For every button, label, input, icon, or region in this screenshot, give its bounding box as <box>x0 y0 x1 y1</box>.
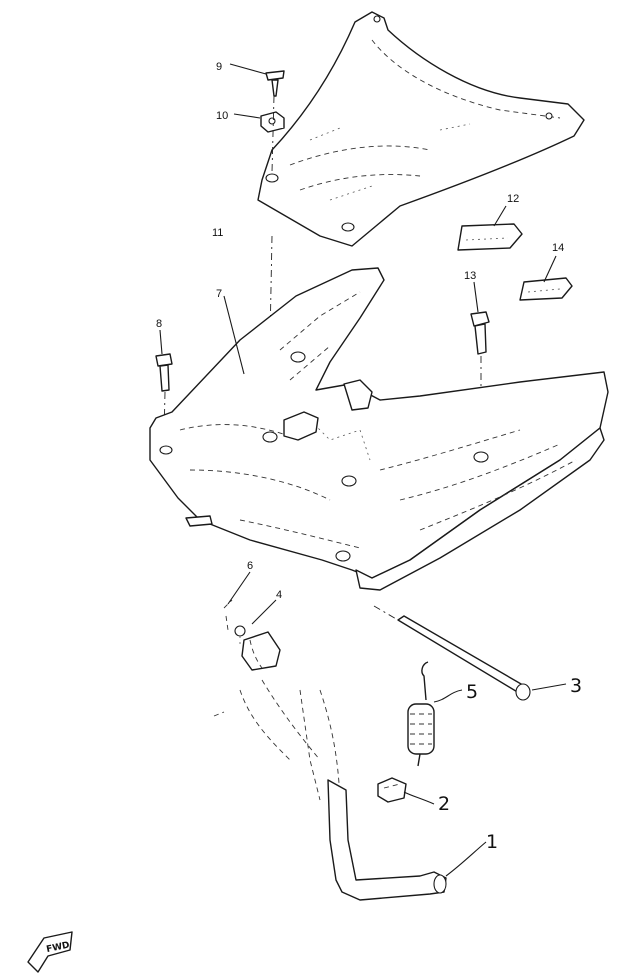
leader-line-12 <box>493 205 507 227</box>
spring-part-5 <box>407 661 435 767</box>
side-stand-part-1 <box>327 779 447 901</box>
callout-5: 5 <box>466 681 478 703</box>
leader-line-4 <box>251 599 277 625</box>
pad-part-12 <box>457 223 523 251</box>
callout-7: 7 <box>216 288 222 300</box>
callout-3: 3 <box>570 675 582 697</box>
nut-part-10 <box>260 111 285 133</box>
leader-line-3 <box>531 683 567 691</box>
clip-part-4 <box>234 625 246 648</box>
screw-part-9 <box>265 70 285 97</box>
assembly-axis-3 <box>373 605 399 621</box>
upper-cover-panel <box>257 11 585 247</box>
callout-4: 4 <box>276 589 282 601</box>
callout-12: 12 <box>507 193 519 205</box>
pad-part-14 <box>519 277 573 301</box>
callout-13: 13 <box>464 270 476 282</box>
callout-6: 6 <box>247 560 253 572</box>
forward-badge-label: FWD <box>46 940 71 955</box>
callout-8: 8 <box>156 318 162 330</box>
side-stand-body <box>213 679 341 801</box>
bolt-part-8 <box>155 353 173 392</box>
callout-2: 2 <box>438 793 450 815</box>
leader-line-7 <box>223 295 245 375</box>
leader-line-10 <box>233 113 261 119</box>
callout-11: 11 <box>212 227 223 239</box>
leader-line-1 <box>445 841 487 877</box>
assembly-axis-9 <box>271 95 275 173</box>
leader-line-2 <box>403 791 435 805</box>
collar-part-2 <box>377 777 407 803</box>
forward-direction-badge: FWD <box>27 931 73 973</box>
callout-9: 9 <box>216 61 222 73</box>
leader-line-14 <box>543 255 557 283</box>
stand-bracket-part-6 <box>223 599 281 671</box>
leader-line-5 <box>433 689 463 703</box>
leader-line-13 <box>473 281 479 313</box>
callout-10: 10 <box>216 110 228 122</box>
floor-board-part-7 <box>149 267 609 591</box>
bolt-part-13 <box>470 311 490 355</box>
leader-line-9 <box>229 63 267 75</box>
callout-14: 14 <box>552 242 564 254</box>
pivot-bolt-part-3 <box>397 615 531 701</box>
callout-1: 1 <box>486 831 498 853</box>
leader-line-6 <box>227 571 251 605</box>
leader-line-8 <box>159 329 163 355</box>
